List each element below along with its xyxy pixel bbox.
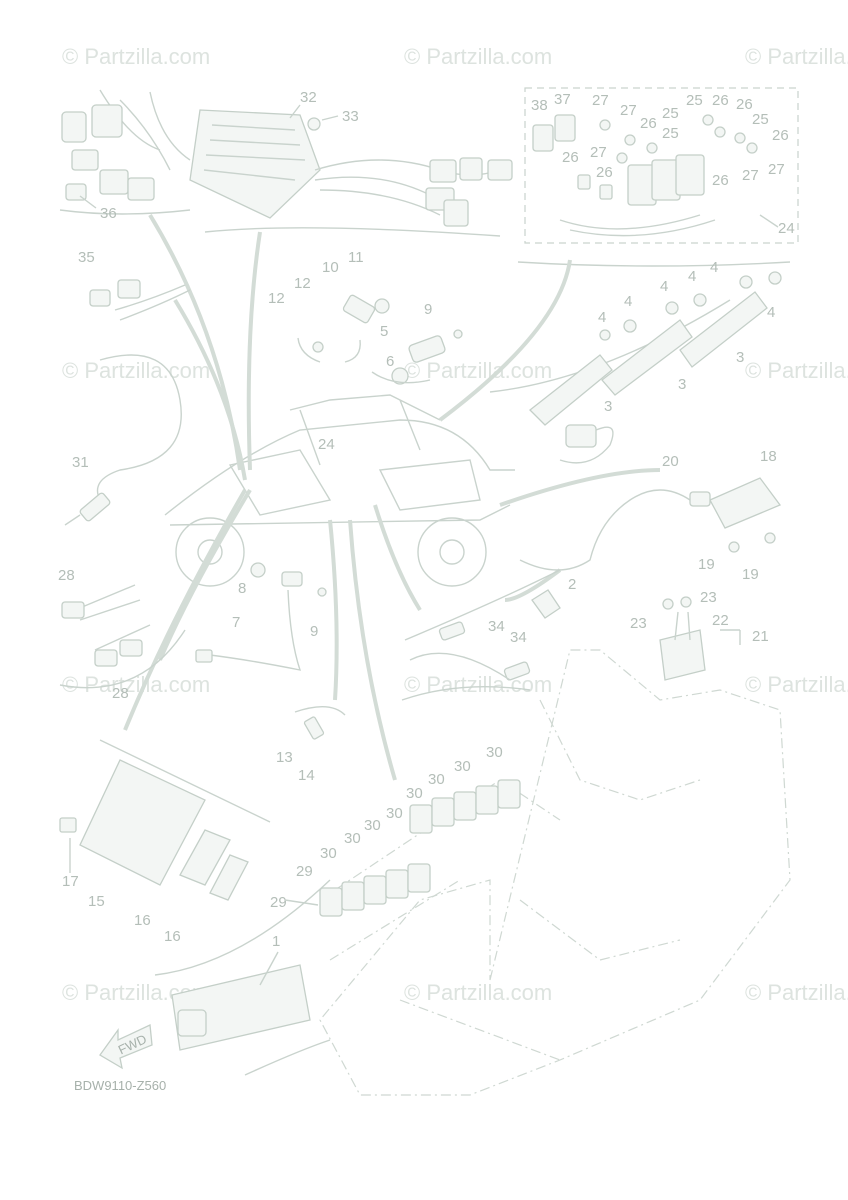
watermark: © Partzilla.com	[404, 980, 552, 1005]
callout: 27	[590, 144, 607, 161]
callout-labels: 32 33 36 38 37 27 27 26 25 25 25 26 26 2…	[58, 89, 795, 1093]
callout: 36	[100, 205, 117, 222]
callout: 4	[660, 278, 668, 295]
callout: 28	[58, 567, 75, 584]
callout: 25	[752, 111, 769, 128]
callout: 1	[272, 933, 280, 950]
callout: 13	[276, 749, 293, 766]
callout: 22	[712, 612, 729, 629]
callout: 33	[342, 108, 359, 125]
callout: 25	[662, 105, 679, 122]
watermark: © Partzilla.com	[745, 358, 848, 383]
callout: 26	[596, 164, 613, 181]
callout: 30	[386, 805, 403, 822]
callout: 27	[742, 167, 759, 184]
callout: 25	[662, 125, 679, 142]
leader-lines	[69, 104, 779, 986]
callout: 30	[486, 744, 503, 761]
callout: 19	[742, 566, 759, 583]
fwd-arrow: FWD	[99, 1024, 153, 1070]
callout: 35	[78, 249, 95, 266]
callout: 19	[698, 556, 715, 573]
callout: 30	[454, 758, 471, 775]
callout: 6	[386, 353, 394, 370]
callout: 34	[510, 629, 527, 646]
callout: 26	[772, 127, 789, 144]
callout: 2	[568, 576, 576, 593]
callout: 29	[270, 894, 287, 911]
callout: 4	[624, 293, 632, 310]
callout: 17	[62, 873, 79, 890]
callout: 26	[712, 172, 729, 189]
callout: 4	[688, 268, 696, 285]
callout: 9	[424, 301, 432, 318]
callout: 30	[428, 771, 445, 788]
callout: 34	[488, 618, 505, 635]
callout: 26	[640, 115, 657, 132]
watermarks: © Partzilla.com © Partzilla.com © Partzi…	[62, 44, 848, 1005]
watermark: © Partzilla.com	[62, 44, 210, 69]
callout: 16	[134, 912, 151, 929]
callout: 28	[112, 685, 129, 702]
callout: 24	[778, 220, 795, 237]
callout: 11	[348, 249, 364, 266]
watermark: © Partzilla.com	[745, 980, 848, 1005]
callout: 8	[238, 580, 246, 597]
callout: 4	[767, 304, 775, 321]
callout: 15	[88, 893, 105, 910]
callout: 30	[320, 845, 337, 862]
watermark: © Partzilla.com	[404, 44, 552, 69]
callout: 26	[712, 92, 729, 109]
callout: 37	[554, 91, 571, 108]
relay-group	[319, 779, 521, 917]
callout: 7	[232, 614, 240, 631]
callout: 31	[72, 454, 89, 471]
callout: 4	[598, 309, 606, 326]
callout: 27	[592, 92, 609, 109]
callout: 20	[662, 453, 679, 470]
callout: 21	[752, 628, 769, 645]
callout: 30	[344, 830, 361, 847]
callout: 23	[700, 589, 717, 606]
callout: 27	[768, 161, 785, 178]
callout: 24	[318, 436, 335, 453]
callout: 9	[310, 623, 318, 640]
callout: 30	[406, 785, 423, 802]
callout: 16	[164, 928, 181, 945]
callout: 4	[710, 259, 718, 276]
callout: 14	[298, 767, 315, 784]
diagram-code: BDW9110-Z560	[74, 1078, 166, 1093]
callout: 3	[678, 376, 686, 393]
callout: 32	[300, 89, 317, 106]
callout: 10	[322, 259, 339, 276]
line-art: FWD	[59, 87, 799, 1096]
callout: 12	[268, 290, 285, 307]
watermark: © Partzilla.com	[745, 44, 848, 69]
watermark: © Partzilla.com	[745, 672, 848, 697]
callout: 12	[294, 275, 311, 292]
callout: 26	[562, 149, 579, 166]
callout: 38	[531, 97, 548, 114]
callout: 5	[380, 323, 388, 340]
watermark: © Partzilla.com	[404, 358, 552, 383]
callout: 25	[686, 92, 703, 109]
callout: 3	[736, 349, 744, 366]
callout: 27	[620, 102, 637, 119]
callout: 23	[630, 615, 647, 632]
callout: 3	[604, 398, 612, 415]
callout: 30	[364, 817, 381, 834]
callout: 26	[736, 96, 753, 113]
watermark: © Partzilla.com	[62, 358, 210, 383]
callout: 29	[296, 863, 313, 880]
callout: 18	[760, 448, 777, 465]
